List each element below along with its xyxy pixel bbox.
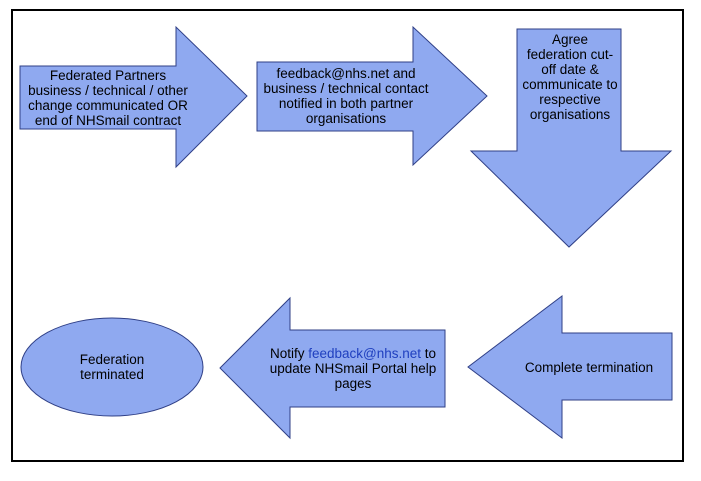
step5-label: Notify feedback@nhs.net to update NHSmai…	[264, 332, 442, 404]
step5-suffix: to update NHSmail Portal help pages	[269, 345, 437, 391]
arrow-right-step1	[19, 25, 248, 169]
feedback-email-link[interactable]: feedback@nhs.net	[308, 345, 422, 361]
arrow-down-step3	[469, 28, 673, 248]
step1-label: Federated Partners business / technical …	[28, 68, 188, 128]
step5-prefix: Notify	[269, 345, 309, 361]
arrow-left-step5	[219, 296, 446, 440]
arrow-left-step4	[467, 294, 673, 440]
step6-label: Federation terminated	[79, 352, 145, 382]
arrow-right-step2	[256, 25, 488, 167]
diagram-frame	[11, 9, 684, 462]
step4-label: Complete termination	[524, 359, 654, 375]
ellipse-terminated	[20, 317, 204, 417]
step2-label: feedback@nhs.net and business / technica…	[263, 66, 429, 126]
step3-label: Agree federation cut-off date & communic…	[522, 32, 618, 122]
